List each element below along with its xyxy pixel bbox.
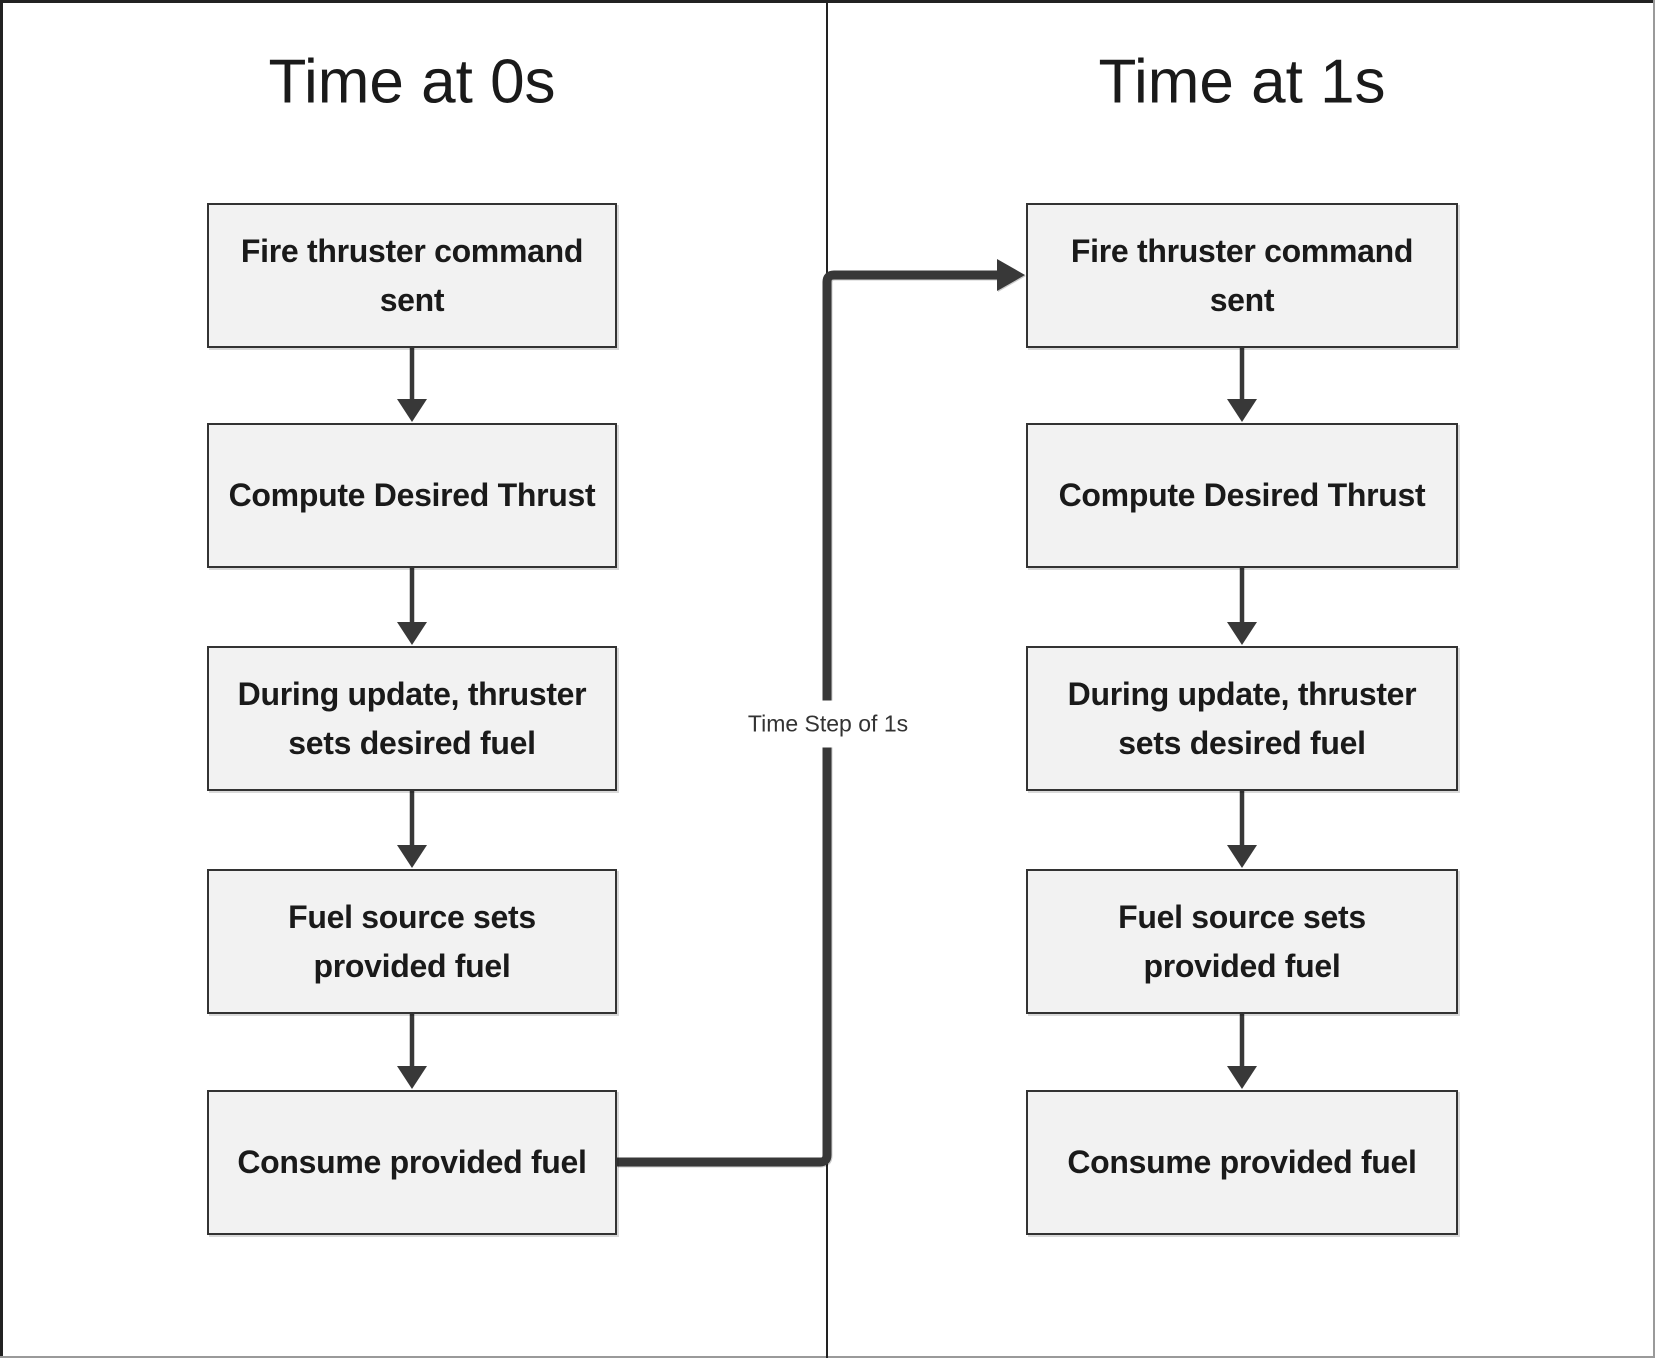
arrow-left-1 bbox=[397, 348, 427, 422]
node-label: Fuel source sets provided fuel bbox=[288, 898, 536, 984]
node-label: Compute Desired Thrust bbox=[228, 477, 596, 513]
arrow-left-4 bbox=[397, 1014, 427, 1089]
node-right-compute-desired-thrust: Compute Desired Thrust bbox=[1026, 423, 1458, 568]
arrow-left-3 bbox=[397, 791, 427, 868]
time-step-arrowhead bbox=[997, 259, 1025, 291]
frame-left-border bbox=[0, 0, 3, 1358]
node-label: Fuel source sets provided fuel bbox=[1118, 898, 1366, 984]
node-label: Consume provided fuel bbox=[1067, 1144, 1417, 1180]
node-right-fire-thruster-command-sent: Fire thruster command sent bbox=[1026, 203, 1458, 348]
panel-title-time-0s: Time at 0s bbox=[268, 47, 556, 117]
panel-divider bbox=[826, 0, 828, 1358]
node-right-consume-provided-fuel: Consume provided fuel bbox=[1026, 1090, 1458, 1235]
arrow-right-3 bbox=[1227, 791, 1257, 868]
node-left-fire-thruster-command-sent: Fire thruster command sent bbox=[207, 203, 617, 348]
node-left-fuel-source-sets-provided-fuel: Fuel source sets provided fuel bbox=[207, 869, 617, 1014]
frame-right-border bbox=[1653, 0, 1655, 1358]
arrow-right-1 bbox=[1227, 348, 1257, 422]
node-label: Fire thruster command sent bbox=[1070, 232, 1414, 318]
time-step-edge-label: Time Step of 1s bbox=[731, 700, 925, 748]
arrow-right-4 bbox=[1227, 1014, 1257, 1089]
node-left-compute-desired-thrust: Compute Desired Thrust bbox=[207, 423, 617, 568]
node-right-fuel-source-sets-provided-fuel: Fuel source sets provided fuel bbox=[1026, 869, 1458, 1014]
node-label: Compute Desired Thrust bbox=[1058, 477, 1426, 513]
node-label: During update, thruster sets desired fue… bbox=[1067, 675, 1417, 761]
panel-title-time-1s: Time at 1s bbox=[1098, 47, 1386, 117]
node-label: During update, thruster sets desired fue… bbox=[237, 675, 587, 761]
arrow-left-2 bbox=[397, 568, 427, 645]
node-left-consume-provided-fuel: Consume provided fuel bbox=[207, 1090, 617, 1235]
node-label: Fire thruster command sent bbox=[240, 232, 584, 318]
node-label: Consume provided fuel bbox=[237, 1144, 587, 1180]
arrow-right-2 bbox=[1227, 568, 1257, 645]
node-left-during-update-thruster-sets-desired-fuel: During update, thruster sets desired fue… bbox=[207, 646, 617, 791]
node-right-during-update-thruster-sets-desired-fuel: During update, thruster sets desired fue… bbox=[1026, 646, 1458, 791]
